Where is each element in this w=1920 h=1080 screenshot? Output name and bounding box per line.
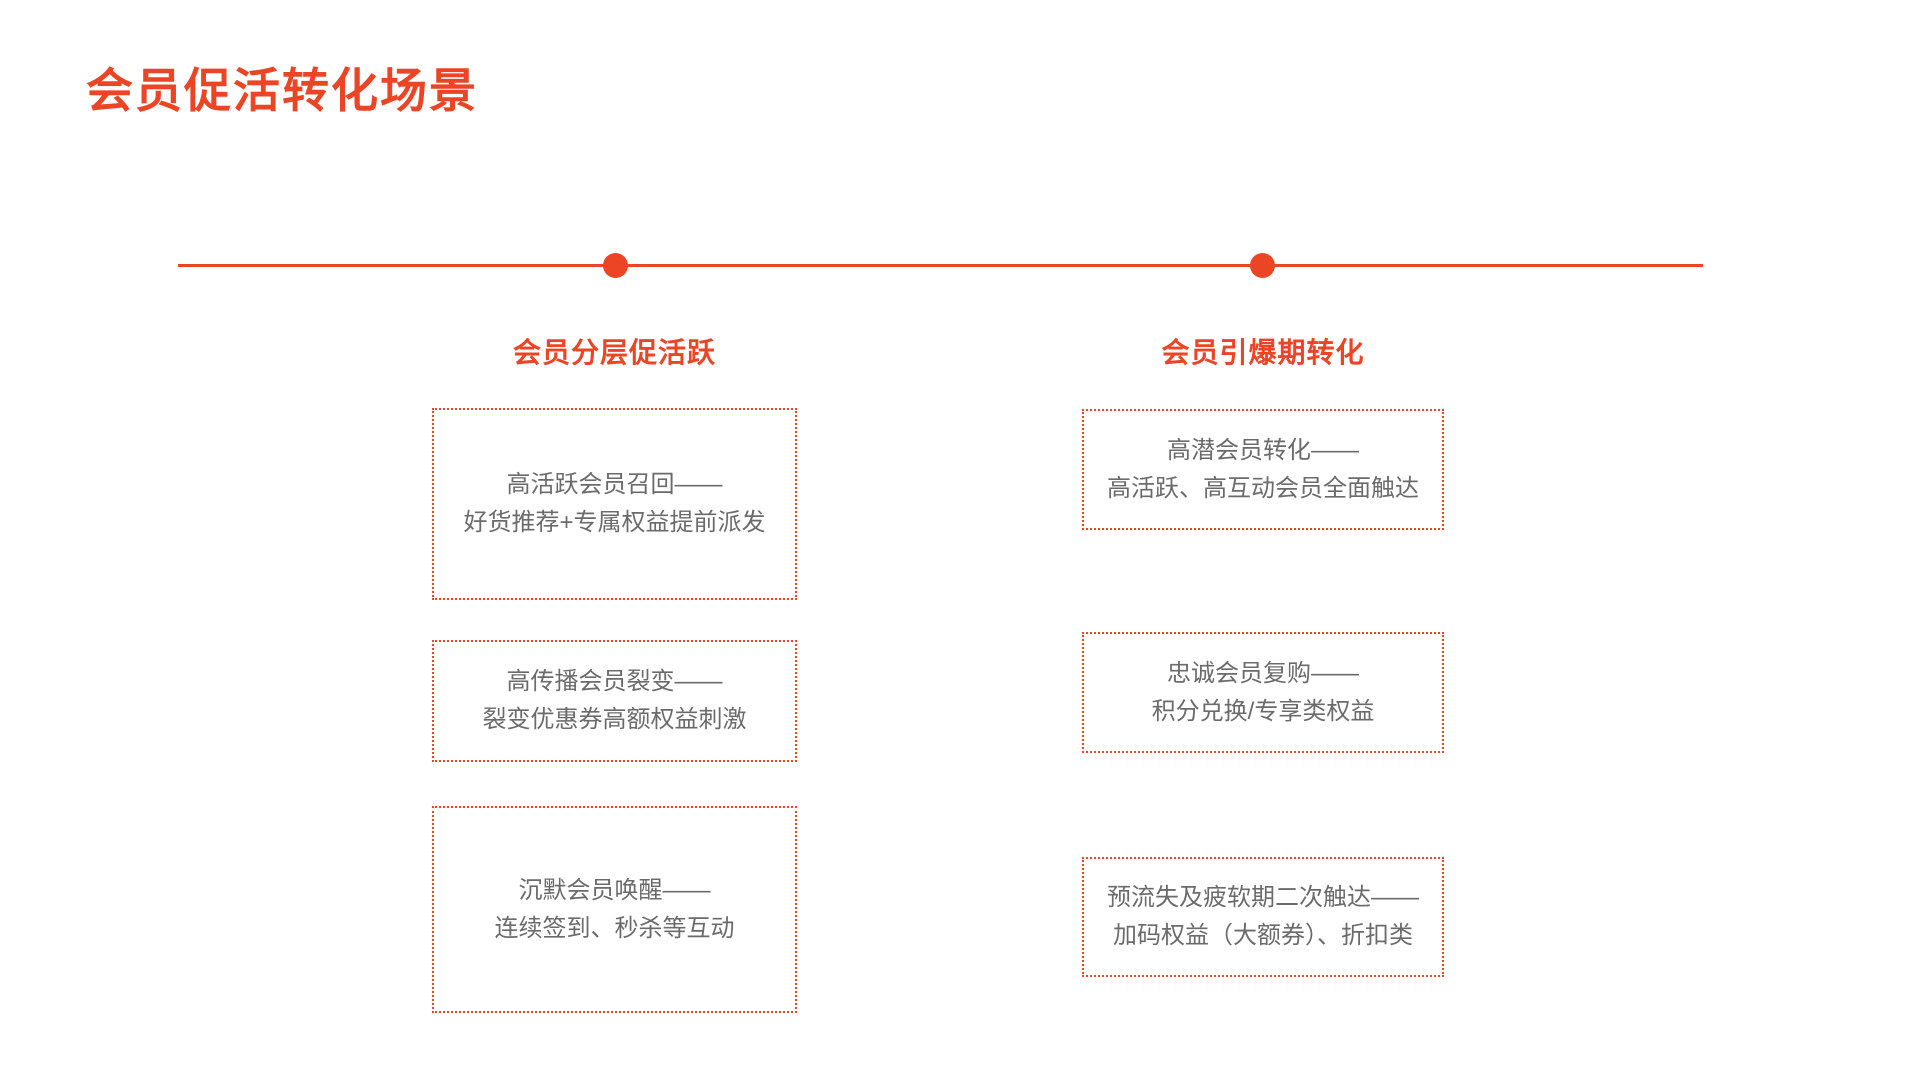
scenario-box-title: 预流失及疲软期二次触达——	[1107, 884, 1419, 911]
scenario-box-title: 高潜会员转化——	[1167, 436, 1359, 464]
scenario-box-detail: 好货推荐+专属权益提前派发	[463, 509, 766, 536]
timeline-dot-right	[1250, 253, 1275, 278]
scenario-box-silent-member-wakeup: 沉默会员唤醒—— 连续签到、秒杀等互动	[432, 806, 797, 1013]
scenario-box-detail: 积分兑换/专享类权益	[1151, 697, 1375, 725]
timeline-dot-left	[603, 253, 628, 278]
scenario-box-loyal-member-repurchase: 忠诚会员复购—— 积分兑换/专享类权益	[1082, 632, 1444, 753]
scenario-box-title: 高活跃会员召回——	[506, 471, 723, 498]
scenario-box-detail: 裂变优惠券高额权益刺激	[482, 706, 747, 733]
scenario-box-high-potential-conversion: 高潜会员转化—— 高活跃、高互动会员全面触达	[1082, 409, 1444, 530]
scenario-box-detail: 连续签到、秒杀等互动	[494, 914, 735, 942]
scenario-box-detail: 加码权益（大额券）、折扣类	[1113, 922, 1413, 949]
column-header-tiered-activation: 会员分层促活跃	[512, 337, 716, 368]
scenario-box-high-spread-fission: 高传播会员裂变—— 裂变优惠券高额权益刺激	[432, 640, 797, 762]
scenario-box-title: 高传播会员裂变——	[506, 668, 723, 695]
column-header-burst-conversion: 会员引爆期转化	[1161, 337, 1365, 368]
timeline-line	[178, 264, 1703, 267]
scenario-box-pre-churn-retouch: 预流失及疲软期二次触达—— 加码权益（大额券）、折扣类	[1082, 857, 1444, 977]
scenario-box-title: 忠诚会员复购——	[1167, 659, 1359, 687]
scenario-box-title: 沉默会员唤醒——	[518, 876, 711, 904]
scenario-box-detail: 高活跃、高互动会员全面触达	[1107, 474, 1419, 502]
scenario-box-high-active-recall: 高活跃会员召回—— 好货推荐+专属权益提前派发	[432, 408, 797, 600]
page-title: 会员促活转化场景	[86, 64, 478, 117]
